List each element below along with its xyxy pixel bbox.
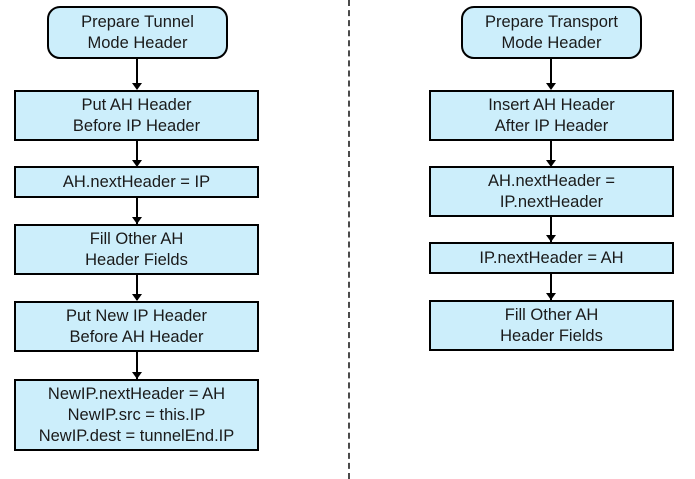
node-text-line: Insert AH Header bbox=[488, 95, 615, 114]
arrow-transport-1 bbox=[550, 59, 552, 88]
node-text-line: Put AH Header bbox=[81, 95, 192, 114]
arrowhead-tunnel-1 bbox=[132, 83, 142, 90]
node-text-line: Prepare Tunnel bbox=[81, 12, 194, 31]
node-text-line: Before AH Header bbox=[69, 327, 204, 346]
column-divider bbox=[348, 0, 350, 479]
arrowhead-tunnel-2 bbox=[132, 160, 142, 167]
arrowhead-transport-3 bbox=[546, 235, 556, 242]
arrowhead-transport-4 bbox=[546, 293, 556, 300]
node-transport-ah-nextheader[interactable]: AH.nextHeader = IP.nextHeader bbox=[429, 166, 674, 217]
node-tunnel-start[interactable]: Prepare Tunnel Mode Header bbox=[47, 6, 228, 59]
node-transport-ip-nextheader[interactable]: IP.nextHeader = AH bbox=[429, 242, 674, 274]
arrowhead-transport-1 bbox=[546, 83, 556, 90]
node-tunnel-ah-nextheader[interactable]: AH.nextHeader = IP bbox=[14, 166, 259, 198]
node-text-line: Prepare Transport bbox=[485, 12, 618, 31]
node-text-line: Put New IP Header bbox=[66, 306, 207, 325]
node-text-line: Mode Header bbox=[501, 33, 602, 52]
node-text-line: Before IP Header bbox=[72, 116, 201, 135]
arrow-tunnel-3 bbox=[136, 198, 138, 224]
node-text-line: Header Fields bbox=[85, 250, 188, 269]
arrow-transport-4 bbox=[550, 274, 552, 300]
node-text-line: AH.nextHeader = bbox=[487, 171, 616, 190]
node-transport-insert-ah[interactable]: Insert AH Header After IP Header bbox=[429, 90, 674, 141]
node-text-line: IP.nextHeader = AH bbox=[479, 248, 624, 267]
node-text-line: NewIP.dest = tunnelEnd.IP bbox=[38, 426, 235, 445]
node-text-line: Mode Header bbox=[87, 33, 188, 52]
arrow-tunnel-5 bbox=[136, 352, 138, 379]
node-text-line: NewIP.nextHeader = AH bbox=[47, 384, 226, 403]
arrow-tunnel-4 bbox=[136, 275, 138, 300]
node-transport-fill-other[interactable]: Fill Other AH Header Fields bbox=[429, 300, 674, 351]
node-tunnel-fill-other[interactable]: Fill Other AH Header Fields bbox=[14, 224, 259, 275]
arrow-transport-3 bbox=[550, 217, 552, 242]
node-tunnel-newip-fields[interactable]: NewIP.nextHeader = AH NewIP.src = this.I… bbox=[14, 379, 259, 451]
arrowhead-tunnel-4 bbox=[132, 294, 142, 301]
arrow-transport-2 bbox=[550, 141, 552, 165]
arrowhead-tunnel-5 bbox=[132, 372, 142, 379]
node-text-line: AH.nextHeader = IP bbox=[62, 172, 211, 191]
arrow-tunnel-1 bbox=[136, 59, 138, 88]
node-tunnel-put-ah[interactable]: Put AH Header Before IP Header bbox=[14, 90, 259, 141]
arrowhead-transport-2 bbox=[546, 160, 556, 167]
node-text-line: Fill Other AH bbox=[89, 229, 184, 248]
node-text-line: Fill Other AH bbox=[504, 305, 599, 324]
node-text-line: NewIP.src = this.IP bbox=[67, 405, 206, 424]
node-transport-start[interactable]: Prepare Transport Mode Header bbox=[461, 6, 642, 59]
arrowhead-tunnel-3 bbox=[132, 217, 142, 224]
arrow-tunnel-2 bbox=[136, 141, 138, 165]
node-text-line: Header Fields bbox=[500, 326, 603, 345]
node-text-line: After IP Header bbox=[494, 116, 609, 135]
node-text-line: IP.nextHeader bbox=[499, 192, 604, 211]
node-tunnel-put-new-ip[interactable]: Put New IP Header Before AH Header bbox=[14, 301, 259, 352]
